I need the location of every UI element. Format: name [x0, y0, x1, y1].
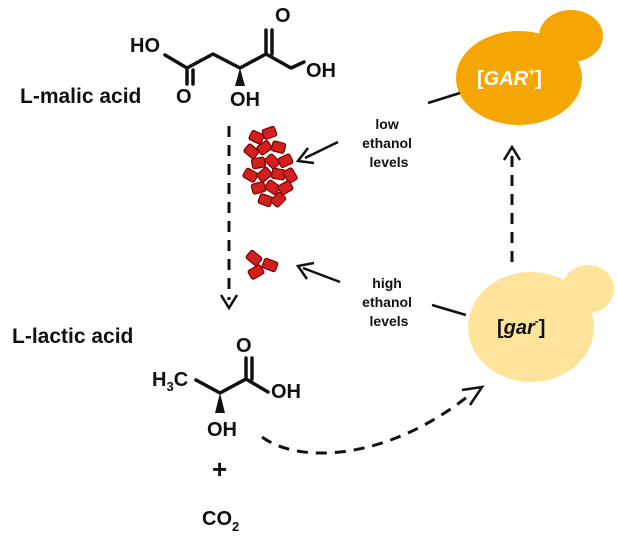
malic-acid-label: L-malic acid [20, 85, 141, 108]
lactic-bonds [194, 356, 270, 395]
low-ethanol-label: low ethanol levels [362, 116, 416, 170]
high-ethanol-arrowhead [295, 261, 315, 280]
low-ethanol-arrowhead [295, 147, 315, 165]
malic-oh-right: OH [306, 60, 336, 82]
gar-plus-connector [427, 91, 461, 105]
dispersed-particles [245, 249, 279, 280]
malic-to-lactic-arrowhead [219, 294, 239, 311]
gar-minus-cell: [gar-] [468, 265, 614, 382]
gar-plus-cell: [GAR+] [456, 10, 603, 125]
co2-label: CO2 [202, 508, 239, 534]
lactic-wedge [215, 393, 225, 413]
lactic-to-gar-minus-arrowhead [461, 385, 485, 406]
aggregated-particles [242, 125, 298, 208]
lactic-o-top: O [236, 335, 252, 357]
malic-acid-structure: HO O OH O OH [130, 5, 336, 111]
malic-o-top: O [275, 5, 291, 27]
malic-bonds [163, 28, 306, 86]
lactic-h3c: H3C [152, 369, 188, 394]
malic-oh-bottom: OH [230, 89, 260, 111]
malic-o-bottom: O [176, 86, 192, 108]
high-ethanol-label: high ethanol levels [362, 275, 416, 329]
malic-ho-left: HO [130, 35, 160, 57]
gar-plus-label: [GAR+] [477, 65, 542, 90]
plus-sign: + [212, 454, 227, 484]
gar-minus-connector [431, 303, 467, 317]
gar-minus-label: [gar-] [497, 314, 545, 339]
malic-wedge [235, 68, 245, 86]
lactic-acid-structure: H3C O OH OH [152, 335, 301, 441]
low-ethanol-arrow [304, 140, 339, 160]
gar-minus-to-gar-plus-arrowhead [502, 144, 522, 161]
high-ethanol-arrow [302, 266, 341, 284]
lactic-oh-bottom: OH [207, 419, 237, 441]
lactic-oh-right: OH [271, 381, 301, 403]
lactic-acid-label: L-lactic acid [12, 325, 133, 348]
malic-double-bonds [191, 28, 274, 86]
